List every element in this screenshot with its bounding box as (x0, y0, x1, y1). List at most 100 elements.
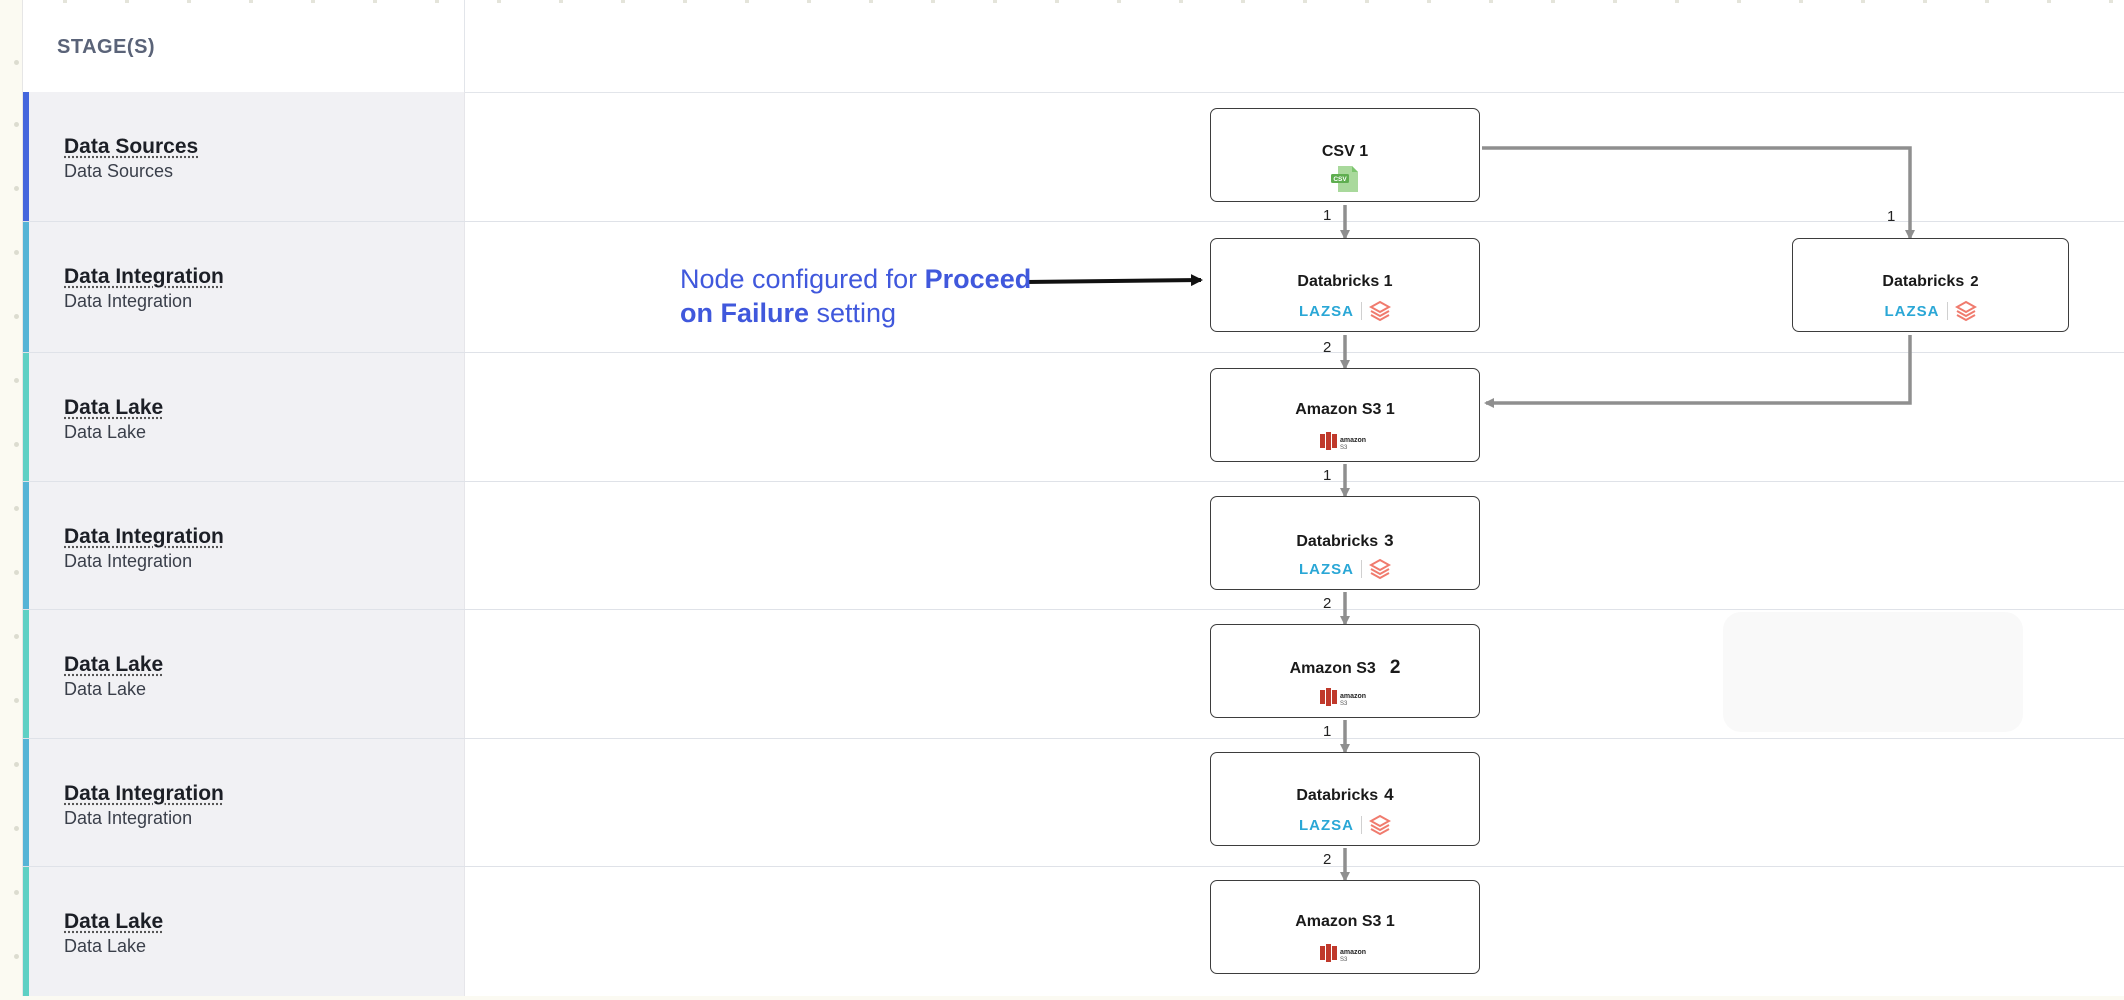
stage-name[interactable]: Data Lake (64, 653, 164, 676)
stage-name[interactable]: Data Integration (64, 265, 224, 288)
node-number: 2 (1389, 657, 1401, 678)
stage-color-bar (23, 92, 29, 221)
node-icons: amazon S3 (1211, 941, 1479, 965)
stage-row: Data Integration Data Integration (23, 482, 2124, 610)
edge-label: 2 (1323, 339, 1332, 356)
node-title: Databricks 1 (1297, 273, 1393, 290)
edge-label: 1 (1887, 208, 1896, 225)
stage-cell-data-lake[interactable]: Data Lake Data Lake (23, 867, 465, 996)
svg-text:S3: S3 (1340, 445, 1348, 451)
stage-subtitle: Data Lake (64, 422, 147, 442)
node-icons: CSV (1211, 166, 1479, 192)
node-amazon-s3-3[interactable]: Amazon S3 1 amazon S3 (1210, 880, 1480, 974)
node-databricks-1[interactable]: Databricks 1 LAZSA (1210, 238, 1480, 332)
annotation-bold-proceed: Proceed (924, 264, 1032, 294)
top-dotted-border (23, 0, 2124, 3)
annotation-bold-on-failure: on Failure (680, 298, 810, 328)
stage-subtitle: Data Integration (64, 808, 193, 828)
stage-row: Data Sources Data Sources (23, 92, 2124, 222)
node-title: CSV 1 (1321, 143, 1369, 160)
stage-cell-data-sources[interactable]: Data Sources Data Sources (23, 92, 465, 221)
icon-separator (1361, 816, 1362, 834)
amazon-s3-icon: amazon S3 (1320, 432, 1366, 451)
stage-color-bar (23, 222, 29, 352)
node-title: Amazon S3 1 (1295, 913, 1395, 930)
node-number: 2 (1970, 273, 1979, 290)
stages-header-title: STAGE(S) (57, 36, 156, 58)
node-icons: LAZSA (1793, 299, 2068, 323)
annotation-prefix: Node configured for (680, 264, 925, 294)
amazon-s3-icon: amazon S3 (1320, 944, 1366, 963)
svg-text:S3: S3 (1340, 701, 1348, 707)
stage-cell-data-integration[interactable]: Data Integration Data Integration (23, 222, 465, 352)
edge-label: 2 (1323, 595, 1332, 612)
stage-subtitle: Data Integration (64, 291, 193, 311)
proceed-on-failure-annotation: Node configured for Proceed on Failure se… (680, 262, 1040, 330)
pipeline-canvas: STAGE(S) Data Sources Data Sources Data … (22, 0, 2124, 996)
node-amazon-s3-1[interactable]: Amazon S3 1 amazon S3 (1210, 368, 1480, 462)
node-icons: LAZSA (1211, 813, 1479, 837)
databricks-icon (1369, 558, 1391, 580)
faded-watermark (1723, 612, 2023, 732)
annotation-suffix: setting (809, 298, 897, 328)
icon-separator (1946, 302, 1948, 320)
node-number: 4 (1384, 785, 1394, 804)
stages-header-cell: STAGE(S) (23, 0, 465, 92)
stage-subtitle: Data Sources (64, 161, 174, 181)
stage-color-bar (23, 482, 29, 609)
stage-name[interactable]: Data Lake (64, 910, 164, 933)
annotation-arrow (1025, 274, 1203, 287)
stage-color-bar (23, 610, 29, 738)
node-icons: amazon S3 (1211, 429, 1479, 453)
stage-row: Data Integration Data Integration (23, 222, 2124, 353)
stage-color-bar (23, 739, 29, 866)
node-title: Amazon S3 1 (1295, 401, 1395, 418)
node-csv-1[interactable]: CSV 1 CSV (1210, 108, 1480, 202)
left-margin-dots (0, 0, 22, 1000)
svg-text:CSV: CSV (1333, 176, 1347, 183)
stage-row: Data Lake Data Lake (23, 610, 2124, 739)
stage-cell-data-integration[interactable]: Data Integration Data Integration (23, 482, 465, 609)
node-number: 3 (1384, 531, 1394, 550)
svg-text:amazon: amazon (1340, 437, 1366, 444)
edge-databricks2-to-s3 (1484, 335, 1912, 408)
stage-cell-data-integration[interactable]: Data Integration Data Integration (23, 739, 465, 866)
node-databricks-3[interactable]: Databricks 3 LAZSA (1210, 496, 1480, 590)
svg-text:amazon: amazon (1340, 949, 1366, 956)
svg-text:S3: S3 (1340, 957, 1348, 963)
edge-label: 1 (1323, 467, 1332, 484)
pipeline-edges (1025, 146, 1915, 882)
svg-text:amazon: amazon (1340, 693, 1366, 700)
stage-subtitle: Data Lake (64, 679, 147, 699)
node-icons: LAZSA (1211, 557, 1479, 581)
stage-name[interactable]: Data Integration (64, 782, 224, 805)
node-databricks-2[interactable]: Databricks 2 LAZSA (1792, 238, 2069, 332)
edge-label: 2 (1323, 851, 1332, 868)
node-title: Databricks 2 (1793, 273, 2068, 291)
node-title-text: Databricks (1882, 273, 1965, 290)
csv-file-icon: CSV (1331, 166, 1358, 192)
stage-row: Data Lake Data Lake (23, 353, 2124, 482)
stage-cell-data-lake[interactable]: Data Lake Data Lake (23, 610, 465, 738)
lazsa-logo: LAZSA (1884, 302, 1940, 320)
node-title-text: Databricks (1296, 533, 1379, 550)
stage-name[interactable]: Data Integration (64, 525, 224, 548)
lazsa-logo: LAZSA (1299, 816, 1354, 834)
stage-color-bar (23, 867, 29, 996)
stage-subtitle: Data Lake (64, 936, 147, 956)
stage-name[interactable]: Data Lake (64, 396, 164, 419)
stage-row: Data Integration Data Integration (23, 739, 2124, 867)
stage-name[interactable]: Data Sources (64, 135, 199, 158)
lazsa-logo: LAZSA (1299, 560, 1354, 578)
stage-cell-data-lake[interactable]: Data Lake Data Lake (23, 353, 465, 481)
node-title: Databricks 3 (1211, 531, 1479, 551)
node-icons: LAZSA (1211, 299, 1479, 323)
databricks-icon (1954, 300, 1977, 322)
amazon-s3-icon: amazon S3 (1320, 688, 1366, 707)
stage-subtitle: Data Integration (64, 551, 193, 571)
databricks-icon (1369, 814, 1391, 836)
